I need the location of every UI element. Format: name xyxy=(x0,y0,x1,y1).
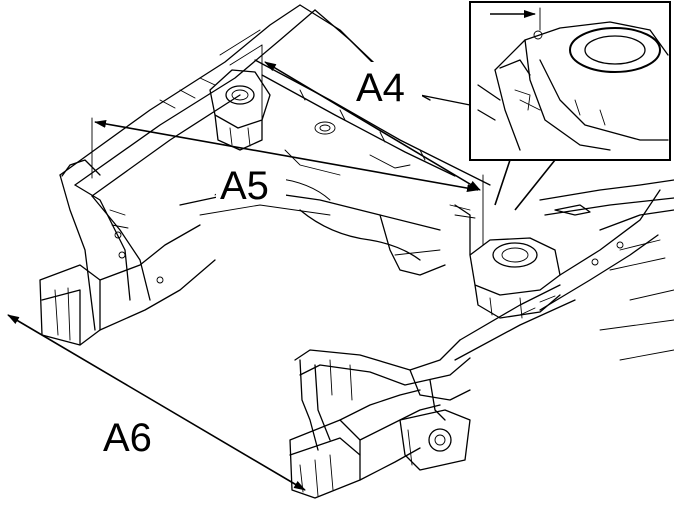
dimension-a6-line xyxy=(7,314,306,491)
dimension-a5-line xyxy=(94,119,479,193)
label-a4: A4 xyxy=(356,66,405,110)
label-a5: A5 xyxy=(220,164,269,208)
label-a6: A6 xyxy=(103,416,152,460)
dimension-labels: A4 A5 A6 xyxy=(103,62,422,460)
inset-detail xyxy=(469,1,671,211)
dimension-lines xyxy=(7,44,484,491)
